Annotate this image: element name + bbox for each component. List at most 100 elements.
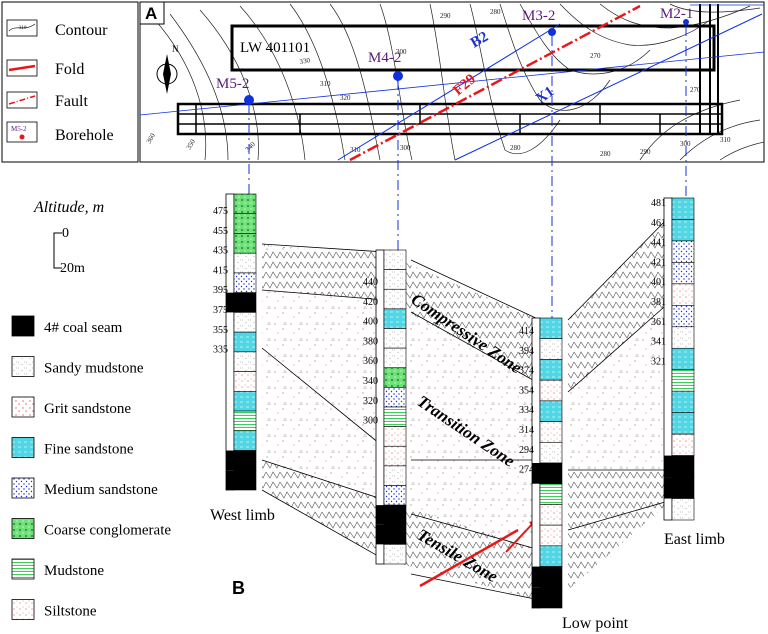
legend-swatch-conglom bbox=[11, 518, 35, 539]
layer-fine bbox=[233, 430, 257, 451]
legend-label-sandymud: Sandy mudstone bbox=[44, 361, 144, 377]
layer-medium bbox=[671, 262, 695, 285]
layer-conglom bbox=[233, 193, 257, 215]
layer-conglom bbox=[233, 233, 257, 254]
tick-label: 375 bbox=[213, 305, 228, 316]
tick-label: 440 bbox=[363, 277, 378, 288]
legend-swatch-silt bbox=[11, 599, 35, 620]
borehole-m5-2: M5-2 bbox=[216, 76, 254, 105]
layer-mudstone bbox=[539, 483, 563, 505]
layer-fine bbox=[539, 545, 563, 567]
legend-label-silt: Siltstone bbox=[44, 604, 97, 620]
map-panel: 360 350 340 330 320 310 300 290 280 270 … bbox=[139, 1, 765, 163]
legend-label-fine: Fine sandstone bbox=[44, 442, 134, 458]
top-legend: 310 Contour Fold Fault M5-2 Borehole bbox=[1, 1, 139, 163]
legend-swatch-medium bbox=[11, 477, 35, 499]
contour-label: 310 bbox=[720, 136, 731, 144]
contour-label: 300 bbox=[396, 48, 407, 56]
tick-label: 441 bbox=[651, 238, 666, 249]
borehole-swatch-label: M5-2 bbox=[11, 125, 27, 133]
projection-lines bbox=[248, 26, 687, 318]
layer-fine bbox=[671, 219, 695, 242]
low-point-label: Low point bbox=[562, 615, 629, 632]
layer-fine bbox=[233, 331, 257, 353]
tick-label: 420 bbox=[363, 297, 378, 308]
legend-label-coal: 4# coal seam bbox=[44, 320, 123, 336]
tick-label: 274 bbox=[519, 465, 534, 476]
layer-fine bbox=[671, 412, 695, 435]
layer-sandymud bbox=[233, 351, 257, 372]
tick-label: 380 bbox=[363, 336, 378, 347]
tick-label: 355 bbox=[213, 325, 228, 336]
borehole-columns bbox=[225, 193, 695, 609]
tick-label: 455 bbox=[213, 226, 228, 237]
layer-coal bbox=[539, 566, 563, 588]
contour-label: 280 bbox=[510, 144, 521, 152]
altitude-label: Altitude, m bbox=[33, 199, 104, 216]
tick-label: 360 bbox=[363, 356, 378, 367]
tick-label: 361 bbox=[651, 317, 666, 328]
legend-label-conglom: Coarse conglomerate bbox=[44, 523, 171, 539]
north-arrow-icon: N bbox=[156, 44, 179, 94]
west-limb-label: West limb bbox=[210, 507, 275, 524]
tick-label: 354 bbox=[519, 385, 534, 396]
zone-fill bbox=[261, 213, 673, 601]
contour-label: 270 bbox=[590, 52, 601, 60]
column-m5-2 bbox=[225, 193, 257, 491]
layer-coal bbox=[671, 455, 695, 478]
legend-swatch-sandymud bbox=[11, 356, 35, 377]
legend-swatch-grit bbox=[11, 396, 35, 418]
tick-label: 320 bbox=[363, 396, 378, 407]
tick-label: 381 bbox=[651, 297, 666, 308]
layer-fine bbox=[539, 400, 563, 422]
tick-label: 321 bbox=[651, 356, 666, 367]
legend-label-mudstone: Mudstone bbox=[44, 563, 104, 579]
layer-coal bbox=[233, 450, 257, 471]
tick-label: 334 bbox=[519, 405, 534, 416]
tick-label: 340 bbox=[363, 376, 378, 387]
layer-fine bbox=[671, 390, 695, 413]
layer-sandymud bbox=[539, 441, 563, 464]
legend-swatch-fine bbox=[11, 437, 35, 458]
svg-text:M5-2: M5-2 bbox=[216, 76, 249, 92]
panel-b-label: B bbox=[232, 578, 245, 598]
svg-text:M3-2: M3-2 bbox=[522, 8, 555, 24]
layer-fine bbox=[671, 197, 695, 220]
layer-sandymud bbox=[539, 338, 563, 360]
layer-sandymud bbox=[383, 347, 407, 369]
layer-mudstone bbox=[383, 406, 407, 427]
layer-sandymud bbox=[383, 328, 407, 349]
legend-label-medium: Medium sandstone bbox=[44, 482, 158, 498]
layer-medium bbox=[671, 240, 695, 263]
layer-mudstone bbox=[671, 369, 695, 392]
contour-label: 320 bbox=[340, 94, 351, 102]
layer-coal bbox=[383, 524, 407, 545]
contour-label: 270 bbox=[690, 86, 701, 94]
contour-label: 290 bbox=[440, 12, 451, 20]
layer-conglom bbox=[383, 367, 407, 388]
tick-label: 335 bbox=[213, 345, 228, 356]
layer-silt bbox=[539, 379, 563, 402]
layer-medium bbox=[383, 485, 407, 506]
contour-label: 330 bbox=[299, 56, 311, 66]
layer-mudstone bbox=[233, 410, 257, 432]
contour-label: 310 bbox=[320, 80, 331, 88]
tick-label: 395 bbox=[213, 285, 228, 296]
scale-bar: 0 20m bbox=[53, 226, 85, 276]
east-limb-label: East limb bbox=[664, 531, 725, 548]
layer-sandymud bbox=[383, 269, 407, 290]
legend-swatch-mudstone bbox=[11, 558, 35, 580]
layer-sandymud bbox=[233, 312, 257, 333]
legend-label-grit: Grit sandstone bbox=[44, 401, 131, 417]
layer-fine bbox=[539, 317, 563, 340]
panel-a-label: A bbox=[145, 4, 157, 23]
fold-label-b2: B2 bbox=[468, 29, 491, 52]
layer-coal bbox=[233, 469, 257, 491]
tick-label: 394 bbox=[519, 346, 534, 357]
tick-label: 341 bbox=[651, 337, 666, 348]
contour-label: 310 bbox=[350, 146, 361, 154]
tick-label: 294 bbox=[519, 445, 534, 456]
legend-borehole-label: Borehole bbox=[55, 127, 114, 144]
